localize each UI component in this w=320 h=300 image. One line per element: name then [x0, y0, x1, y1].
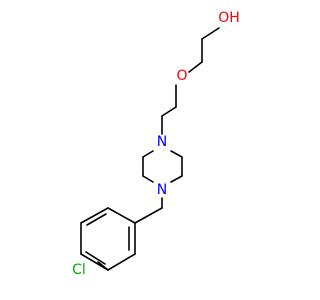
bond-benzene-double-3 [86, 213, 107, 226]
chlorine-label: Cl [72, 262, 86, 278]
hydroxyl-label: OH [218, 10, 240, 26]
bond-ring-4 [170, 150, 183, 158]
piperazine-nitrogen-top-label: N [157, 134, 167, 150]
piperazine-nitrogen-bottom-label: N [157, 182, 167, 198]
bond-ring-3 [142, 175, 154, 183]
bond-ring-1 [142, 150, 154, 158]
bond-benzene-6 [107, 207, 136, 224]
bond-c-cl [97, 261, 109, 271]
bond-benzene-double-2 [85, 251, 106, 265]
bond-benzyl-2 [134, 207, 163, 224]
bond-chain-4 [161, 106, 177, 117]
bond-chain-2 [188, 61, 203, 73]
bond-benzene-2 [107, 253, 136, 271]
bond-c-oh [201, 27, 220, 40]
ether-oxygen-label: O [176, 68, 187, 84]
bond-benzene-5 [80, 207, 109, 224]
chemical-structure-diagram: OH O N N Cl [72, 10, 240, 278]
bond-ring-6 [170, 175, 183, 183]
